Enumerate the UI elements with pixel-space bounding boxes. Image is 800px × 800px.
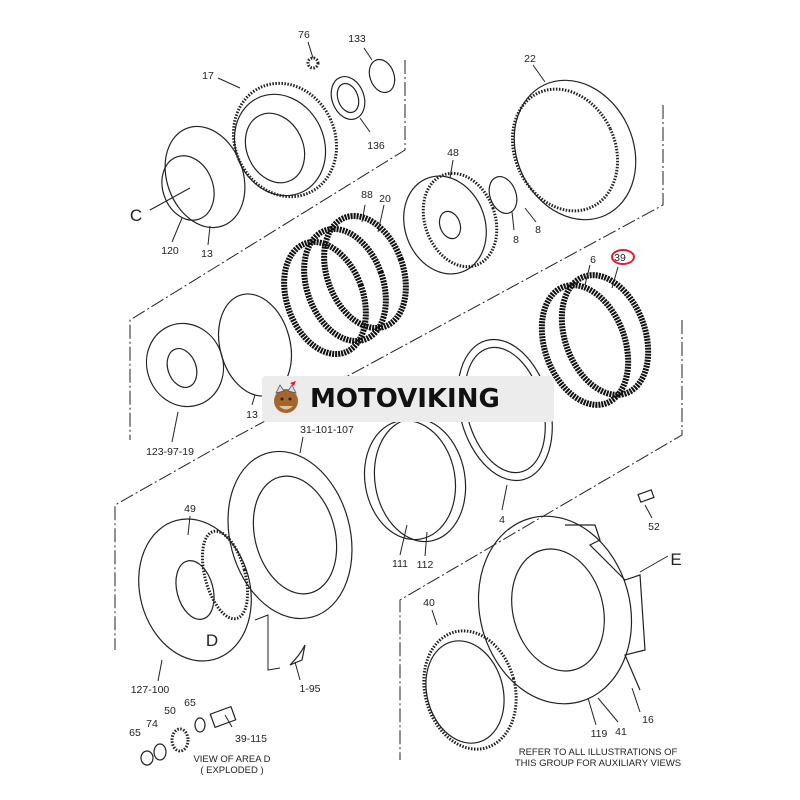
part-8-ring	[488, 176, 518, 214]
callout-76: 76	[298, 29, 310, 41]
highlight-circle	[611, 249, 635, 265]
callout-127-100: 127-100	[131, 684, 170, 696]
callout-50: 50	[164, 705, 176, 717]
refer-note-line2: THIS GROUP FOR AUXILIARY VIEWS	[515, 758, 681, 769]
view-marker-d: D	[206, 631, 218, 650]
view-marker-c: C	[130, 206, 142, 225]
callout-123-97-19: 123-97-19	[146, 446, 194, 458]
part-22-ring-gear	[510, 79, 637, 221]
callout-39-115: 39-115	[235, 733, 267, 745]
callout-120: 120	[161, 245, 179, 257]
callout-8: 8	[513, 234, 519, 246]
watermark-text: MOTOVIKING	[310, 384, 500, 414]
part-13-disc	[164, 125, 246, 229]
leader-lines	[149, 41, 669, 728]
view-marker-e: E	[670, 550, 681, 569]
refer-note-line1: REFER TO ALL ILLUSTRATIONS OF	[519, 747, 678, 758]
callout-41: 41	[615, 726, 627, 738]
callout-16: 16	[642, 714, 654, 726]
part-52-tag	[637, 489, 655, 503]
part-48-gear	[403, 171, 499, 275]
view-d-parts	[140, 705, 237, 766]
part-123-piston	[145, 322, 225, 408]
part-40-ring-gear	[422, 629, 518, 751]
callout-20: 20	[379, 193, 391, 205]
callout-49: 49	[184, 503, 196, 515]
view-d-caption-exploded: ( EXPLODED )	[200, 765, 263, 776]
callout-119: 119	[591, 728, 608, 740]
part-31-housing	[227, 450, 353, 620]
part-17-gear-housing	[231, 81, 339, 199]
part-120-plate	[161, 155, 215, 221]
callout-22: 22	[524, 53, 536, 65]
part-133-ring	[368, 58, 396, 94]
callout-13: 13	[246, 409, 258, 421]
callout-111: 111	[392, 558, 408, 570]
callout-74: 74	[146, 718, 158, 730]
callout-6: 6	[590, 254, 596, 266]
callout-136: 136	[367, 140, 385, 152]
view-d-caption: VIEW OF AREA D	[193, 754, 270, 765]
callout-1-95: 1-95	[299, 683, 320, 695]
part-49-carrier	[138, 518, 252, 662]
part-76-pinion	[306, 56, 320, 70]
callout-4: 4	[499, 514, 505, 526]
callout-13: 13	[201, 248, 213, 260]
callout-8: 8	[535, 224, 541, 236]
part-6-39-clutch-pack	[538, 272, 652, 408]
callout-48: 48	[447, 147, 459, 159]
group-boundary-3	[399, 320, 683, 760]
part-88-20-clutch-pack	[281, 212, 409, 358]
watermark-logo: MOTOVIKING	[262, 376, 554, 422]
viking-mascot-icon	[274, 381, 298, 413]
callout-112: 112	[417, 559, 434, 571]
callout-88: 88	[361, 189, 373, 201]
callout-65: 65	[184, 697, 196, 709]
group-boundary-4	[254, 614, 281, 671]
callout-40: 40	[423, 597, 435, 609]
part-111-112-seals	[363, 417, 467, 543]
part-1-95-clip	[289, 644, 306, 666]
part-136-seal	[330, 76, 366, 120]
callout-133: 133	[348, 33, 366, 45]
callout-31-101-107: 31-101-107	[300, 424, 354, 436]
group-boundary-2	[114, 105, 664, 650]
callout-39: 39	[614, 252, 626, 264]
callout-52: 52	[648, 521, 660, 533]
callout-65: 65	[129, 727, 141, 739]
callout-17: 17	[202, 70, 214, 82]
part-16-case	[477, 515, 646, 705]
group-boundary-1	[129, 60, 406, 440]
